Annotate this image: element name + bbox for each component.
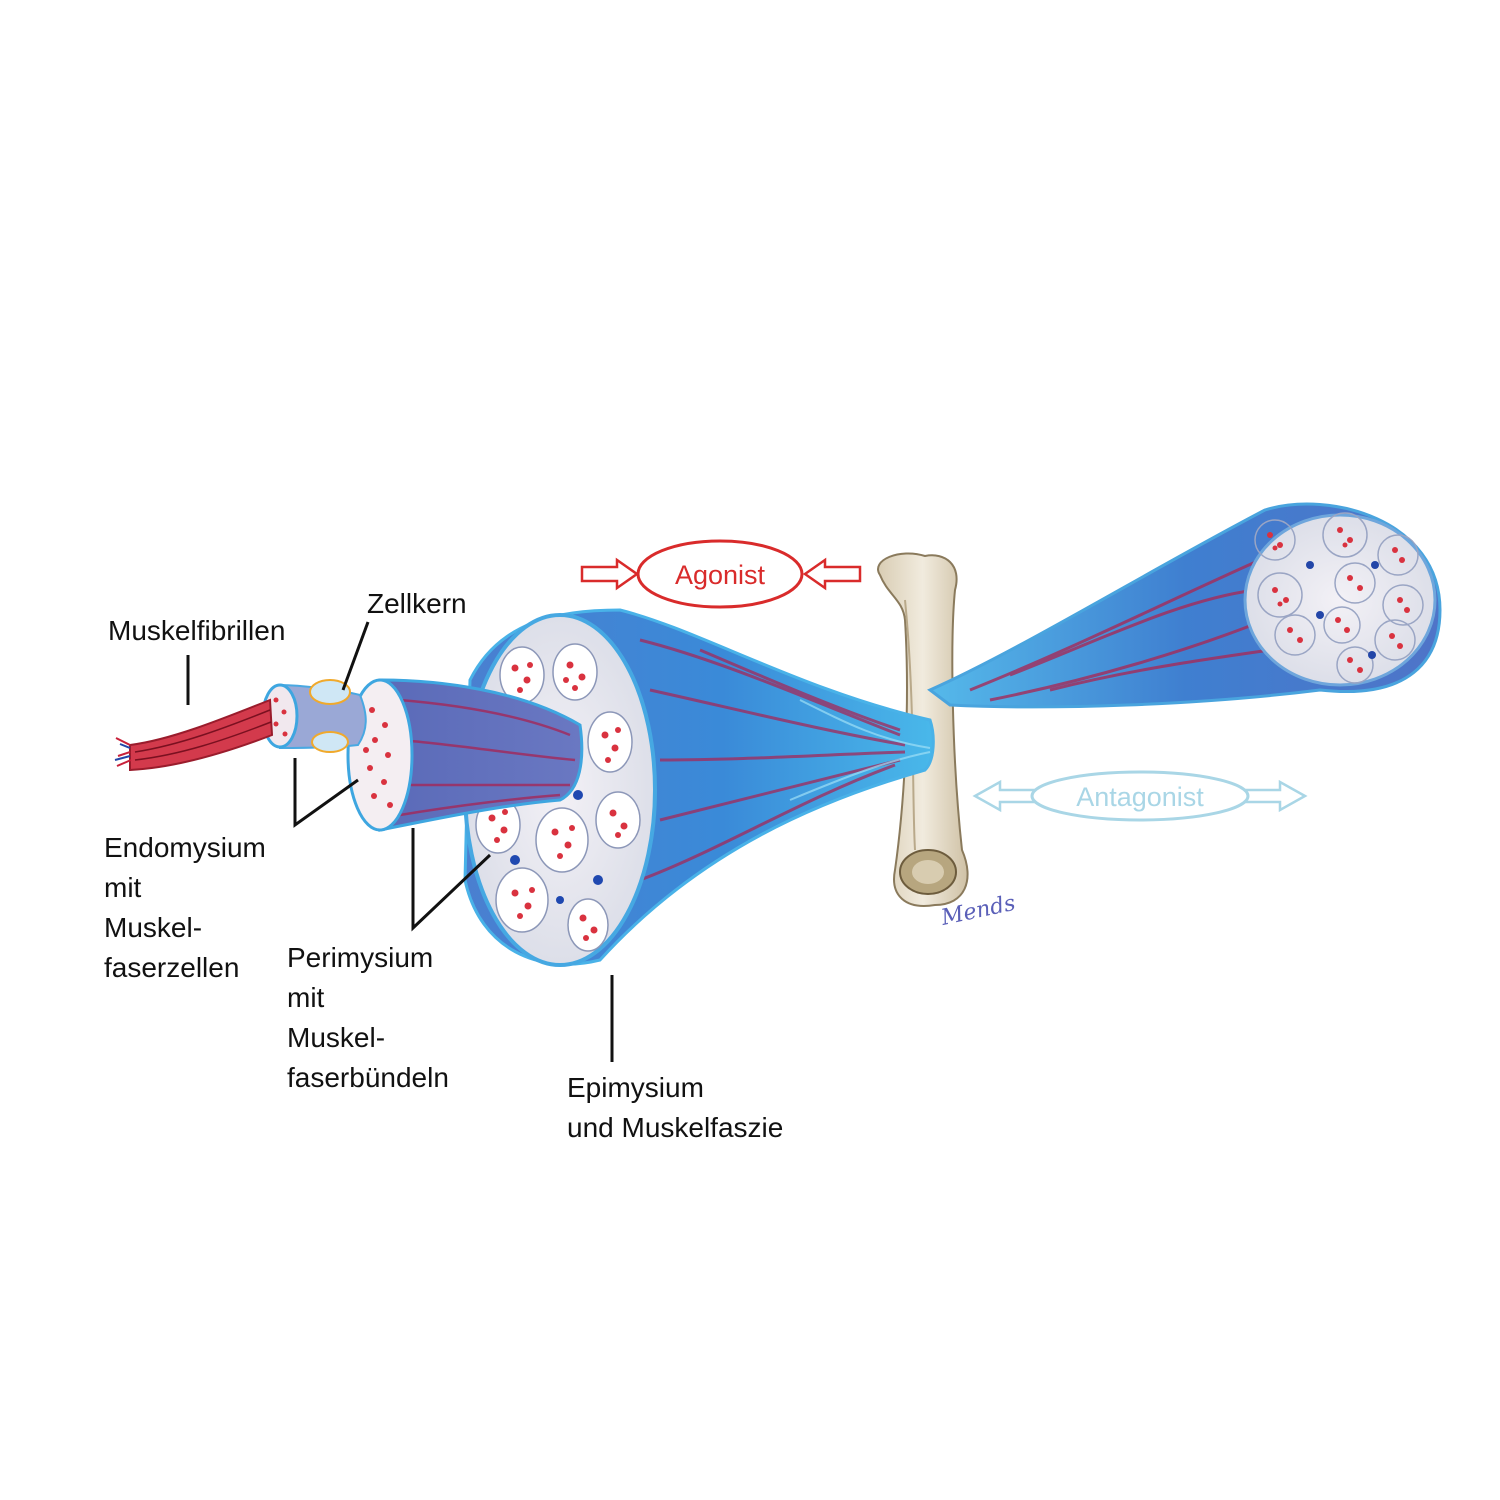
nucleus (309, 679, 351, 705)
right-muscle (927, 502, 1442, 709)
leader-lines (186, 621, 614, 1062)
central-fiber-dots (488, 661, 628, 941)
agonist-arrow-left (580, 557, 640, 591)
label-perimysium: Perimysium mit Muskel- faserbündeln (287, 942, 449, 1093)
label-zellkern: Zellkern (367, 588, 467, 619)
antagonist-indicator: Antagonist (972, 770, 1308, 822)
label-epimysium: Epimysium und Muskelfaszie (567, 1072, 784, 1143)
antagonist-label: Antagonist (1076, 782, 1204, 812)
leader-perimysium (411, 828, 492, 932)
agonist-indicator: Agonist (580, 539, 862, 609)
leader-endomysium (293, 758, 359, 828)
myofibrils (114, 698, 274, 772)
label-muskelfibrillen: Muskelfibrillen (108, 615, 286, 646)
antagonist-arrow-right (1238, 779, 1308, 813)
agonist-ellipse (636, 539, 804, 609)
right-fiber-dots (1267, 527, 1410, 673)
agonist-label: Agonist (675, 560, 766, 590)
muscle-fiber-cell (261, 679, 367, 753)
agonist-arrow-right (802, 557, 862, 591)
antagonist-arrow-left (972, 779, 1042, 813)
antagonist-ellipse (1030, 770, 1250, 822)
leader-zellkern (341, 621, 370, 691)
label-endomysium: Endomysium mit Muskel- faserzellen (104, 832, 266, 983)
